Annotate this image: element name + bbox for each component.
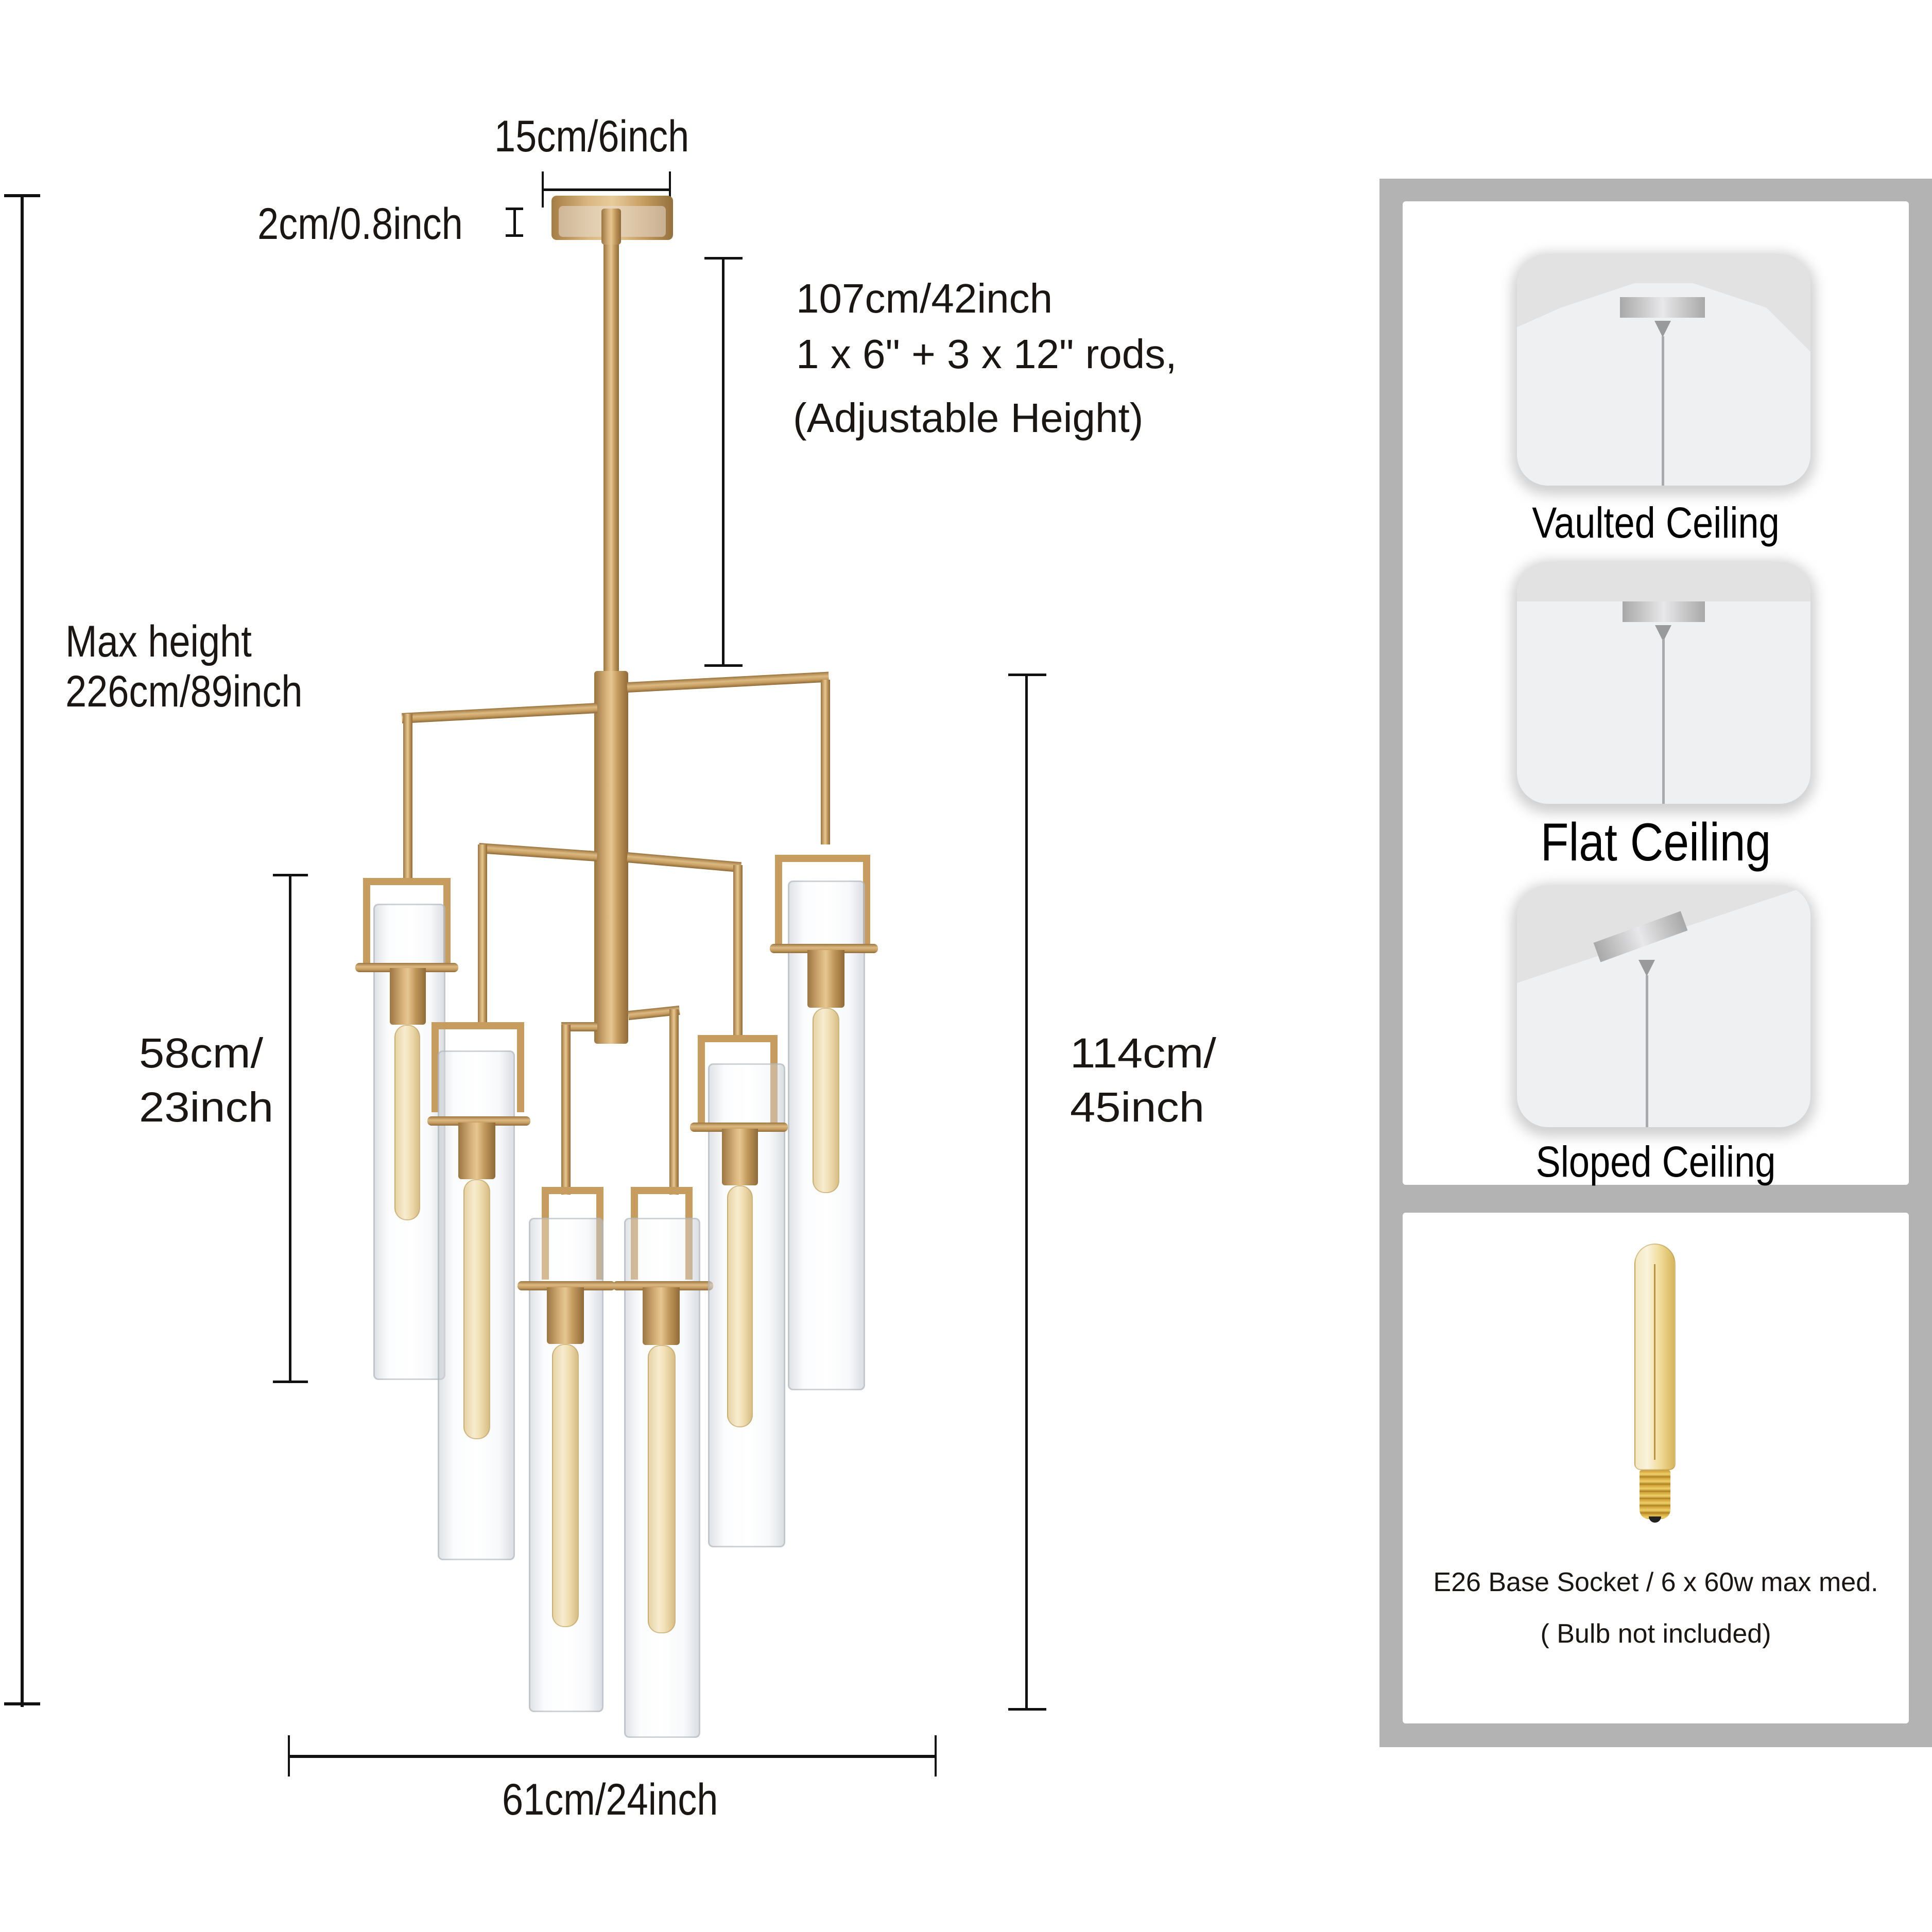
pendant-1-socket <box>390 968 426 1025</box>
bulb-spec-text: E26 Base Socket / 6 x 60w max med. <box>1433 1567 1878 1597</box>
dimension-diagram: 15cm/6inch 2cm/0.8inch 107cm/42inch 1 x … <box>4 112 1216 1824</box>
arm-lower-right-drop <box>669 1009 679 1195</box>
max-height-label: Max height <box>65 617 252 666</box>
center-hub <box>594 671 628 1044</box>
max-height-value: 226cm/89inch <box>65 667 303 716</box>
canopy-width-line <box>542 188 671 191</box>
shade-height-label: 58cm/ <box>139 1030 264 1077</box>
pendant-5-ring <box>690 1123 788 1132</box>
vaulted-ceiling-label: Vaulted Ceiling <box>1532 498 1780 547</box>
arm-middle-right-drop <box>733 865 743 1035</box>
chandelier-image <box>355 671 878 1738</box>
pendant-2-ring <box>427 1116 530 1126</box>
rod-length-line <box>722 258 725 666</box>
pendant-6-bulb <box>813 1008 839 1193</box>
arm-upper-right-drop <box>821 680 830 844</box>
max-height-line <box>21 195 24 1707</box>
flat-ceiling-rod <box>1662 639 1665 804</box>
downrod <box>603 216 619 680</box>
rod-composition-label: 1 x 6" + 3 x 12" rods, <box>796 331 1177 377</box>
pendant-5-bulb <box>727 1185 753 1427</box>
sloped-ceiling-label: Sloped Ceiling <box>1536 1137 1776 1186</box>
bulb-base <box>1640 1470 1670 1519</box>
arm-upper-left <box>401 703 598 723</box>
flat-ceiling-mount <box>1623 601 1705 622</box>
arm-middle-left-drop <box>478 844 487 1025</box>
pendant-4-bulb <box>648 1345 676 1633</box>
edison-tube-bulb-icon <box>1634 1244 1676 1524</box>
body-width-line <box>289 1755 936 1758</box>
pendant-2-socket <box>458 1123 495 1179</box>
bulb-contact <box>1649 1516 1661 1523</box>
sloped-ceiling-icon <box>1517 885 1810 1127</box>
pendant-6-ring <box>770 944 878 953</box>
arm-lower-left-drop <box>561 1025 571 1195</box>
sloped-ceiling-rod <box>1646 975 1648 1127</box>
body-height-cap-bottom <box>1008 1708 1046 1711</box>
body-height-label: 114cm/ <box>1070 1030 1216 1077</box>
adjustable-height-label: (Adjustable Height) <box>793 395 1144 441</box>
canopy-height-cap-top <box>506 208 523 210</box>
body-height-cap-top <box>1008 674 1046 676</box>
body-width-label: 61cm/24inch <box>502 1775 718 1824</box>
pendant-2-bulb <box>463 1179 490 1439</box>
vaulted-ceiling-icon <box>1517 254 1810 486</box>
downrod-coupler <box>601 209 621 245</box>
canopy-height-cap-bottom <box>506 234 523 237</box>
pendant-4-ring <box>613 1281 713 1290</box>
max-height-cap-bottom <box>4 1702 40 1705</box>
pendant-2-cage <box>432 1022 524 1112</box>
arm-upper-right <box>627 671 829 693</box>
body-width-tick-right <box>935 1735 937 1776</box>
pendant-3-socket <box>547 1287 584 1344</box>
body-height-value: 45inch <box>1070 1084 1204 1131</box>
pendant-4-socket <box>643 1287 680 1345</box>
bulb-note-text: ( Bulb not included) <box>1540 1619 1771 1649</box>
rod-length-cap-bottom <box>704 664 743 667</box>
arm-upper-left-drop <box>403 714 412 878</box>
shade-height-cap-bottom <box>273 1381 308 1383</box>
shade-height-line <box>289 875 291 1382</box>
arm-middle-left <box>478 843 598 862</box>
rod-length-label: 107cm/42inch <box>796 275 1053 321</box>
vaulted-ceiling-rod <box>1662 336 1664 486</box>
flat-ceiling-icon <box>1517 562 1810 804</box>
pendant-3-ring <box>518 1281 615 1290</box>
vaulted-ceiling-cone <box>1654 321 1671 337</box>
bulb-panel: E26 Base Socket / 6 x 60w max med. ( Bul… <box>1403 1213 1909 1723</box>
info-frame: Vaulted Ceiling Flat Ceiling Sloped Ceil… <box>1379 179 1932 1747</box>
arm-middle-right <box>627 852 742 873</box>
canopy-height-label: 2cm/0.8inch <box>257 199 463 249</box>
flat-ceiling-label: Flat Ceiling <box>1540 813 1771 872</box>
pendant-3-bulb <box>552 1344 579 1627</box>
flat-ceiling-surface <box>1517 562 1810 601</box>
shade-height-value: 23inch <box>139 1084 273 1131</box>
pendant-5-socket <box>722 1129 758 1185</box>
installation-panel: Vaulted Ceiling Flat Ceiling Sloped Ceil… <box>1403 201 1909 1185</box>
pendant-6-socket <box>807 950 844 1008</box>
canopy-width-label: 15cm/6inch <box>494 112 689 161</box>
pendant-1-ring <box>355 963 458 972</box>
sloped-ceiling-cone <box>1638 960 1655 976</box>
vaulted-ceiling-mount <box>1620 297 1705 318</box>
pendant-1-bulb <box>394 1025 420 1220</box>
bulb-filament <box>1654 1264 1655 1460</box>
canopy-height-bar <box>513 209 516 236</box>
body-height-line <box>1025 675 1028 1710</box>
flat-ceiling-cone <box>1655 625 1671 642</box>
